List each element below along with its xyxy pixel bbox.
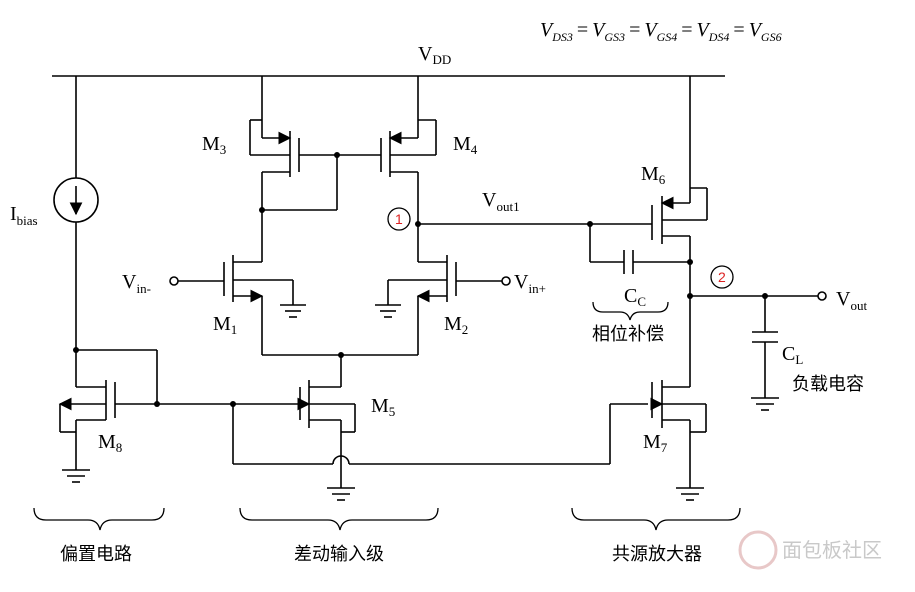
ground-icon [280, 304, 306, 318]
node-2-marker [710, 265, 734, 289]
node-1-label: 1 [395, 211, 403, 227]
m8-label: M8 [98, 431, 122, 455]
ibias-label: Ibias [10, 203, 38, 228]
bias-section-brace [33, 507, 165, 531]
transistor-m6 [651, 76, 708, 387]
diff-section-label: 差动输入级 [294, 544, 384, 565]
vout-label: Vout [836, 288, 867, 313]
cc-label: CC [624, 285, 646, 309]
m5-label: M5 [371, 395, 395, 419]
diff-section-brace [239, 507, 439, 531]
compensation-capacitor-cc [589, 224, 690, 274]
vout-terminal[interactable] [817, 291, 827, 301]
m6-label: M6 [641, 163, 666, 187]
phase-comp-label: 相位补偿 [592, 324, 664, 345]
load-cap-label: 负载电容 [792, 374, 864, 395]
transistor-m7 [650, 380, 707, 488]
transistor-m5 [297, 355, 356, 488]
m3-label: M3 [202, 133, 226, 157]
transistor-m1 [178, 210, 294, 355]
vdd-label: VDD [418, 43, 451, 67]
load-capacitor-cl [751, 296, 779, 411]
ground-icon [327, 487, 355, 501]
bias-equation: VDS3=VGS3=VGS4=VDS4=VGS6 [540, 19, 782, 44]
vin-minus-label: Vin- [122, 271, 151, 296]
cs-section-brace [571, 507, 741, 531]
cl-label: CL [782, 343, 803, 367]
vin-plus-label: Vin+ [514, 271, 546, 296]
ground-icon [375, 304, 401, 318]
transistor-m8 [58, 350, 157, 470]
m4-label: M4 [453, 133, 478, 157]
svg-text:VDS3=VGS3=VGS4=VDS4=VGS6: VDS3=VGS3=VGS4=VDS4=VGS6 [540, 19, 782, 44]
vout1-label: Vout1 [482, 189, 520, 214]
m1-label: M1 [213, 313, 237, 337]
watermark-logo: 面包板社区 [738, 530, 882, 570]
svg-text:面包板社区: 面包板社区 [782, 538, 882, 562]
m7-label: M7 [643, 431, 668, 455]
transistor-m4 [380, 76, 437, 224]
m2-label: M2 [444, 313, 468, 337]
node-1-marker [387, 207, 411, 231]
vin-plus-terminal[interactable] [501, 276, 511, 286]
phase-comp-brace [592, 301, 669, 321]
cs-section-label: 共源放大器 [612, 544, 702, 565]
ground-icon [676, 487, 704, 501]
transistor-m2 [387, 224, 502, 355]
node-2-label: 2 [718, 269, 726, 285]
bias-section-label: 偏置电路 [60, 544, 132, 565]
ground-icon [62, 469, 90, 483]
vin-minus-terminal[interactable] [169, 276, 179, 286]
transistor-m3 [249, 76, 300, 210]
